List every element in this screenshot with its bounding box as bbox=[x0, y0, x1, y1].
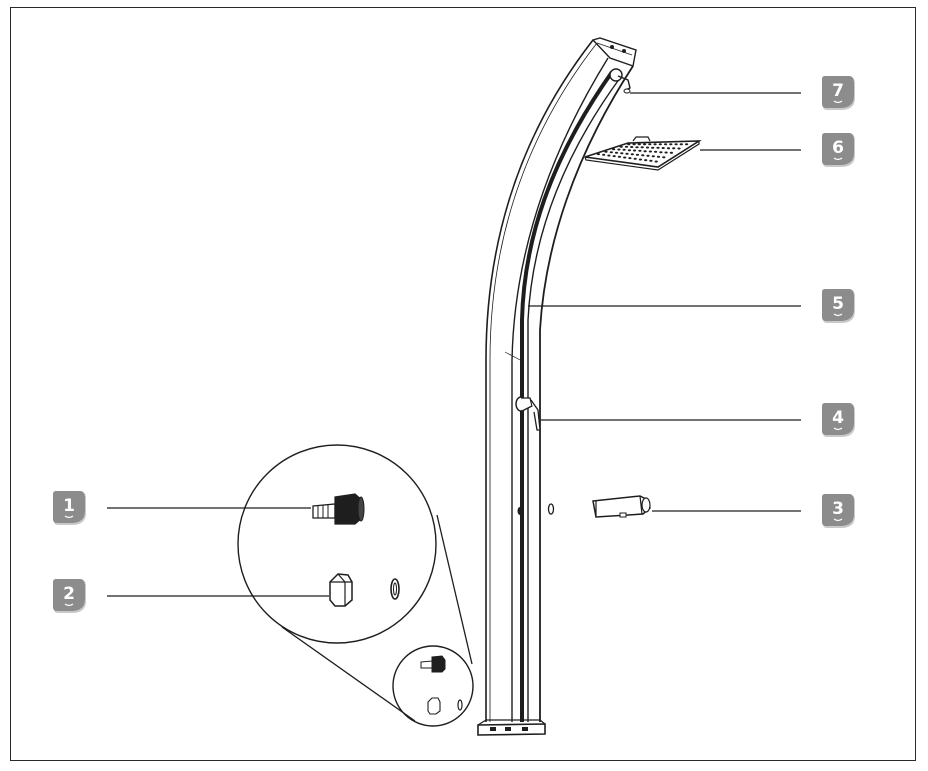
callout-number: 1 bbox=[63, 496, 75, 516]
callout-badge-5: 5 bbox=[822, 289, 855, 323]
callout-badge-6: 6 bbox=[822, 133, 855, 167]
callout-badges: 1 2 3 4 5 6 7 bbox=[53, 76, 855, 613]
magnifier-detail bbox=[237, 444, 474, 727]
callout-badge-7: 7 bbox=[822, 76, 855, 110]
small-detail-parts bbox=[420, 655, 463, 715]
callout-number: 7 bbox=[832, 81, 844, 101]
callout-badge-4: 4 bbox=[822, 403, 855, 437]
part-2-hex-nut bbox=[329, 573, 400, 607]
callout-number: 4 bbox=[832, 408, 844, 428]
callout-number: 2 bbox=[63, 584, 75, 604]
callout-number: 5 bbox=[832, 294, 844, 314]
part-1-hose-adapter bbox=[312, 493, 365, 525]
callout-badge-1: 1 bbox=[53, 491, 86, 525]
callout-number: 3 bbox=[832, 499, 844, 519]
shower-column bbox=[485, 37, 637, 722]
callout-badge-3: 3 bbox=[822, 494, 855, 528]
base-plate bbox=[477, 719, 546, 736]
part-7-top-nozzle bbox=[609, 68, 631, 94]
part-3-foot-tap bbox=[592, 495, 651, 518]
callout-number: 6 bbox=[832, 138, 844, 158]
part-4-valve-handle bbox=[515, 396, 541, 431]
leader-lines bbox=[107, 92, 801, 597]
foot-tap-gasket bbox=[547, 503, 555, 515]
part-6-shower-head bbox=[584, 136, 702, 171]
diagram-frame bbox=[10, 7, 916, 761]
callout-badge-2: 2 bbox=[53, 579, 86, 613]
